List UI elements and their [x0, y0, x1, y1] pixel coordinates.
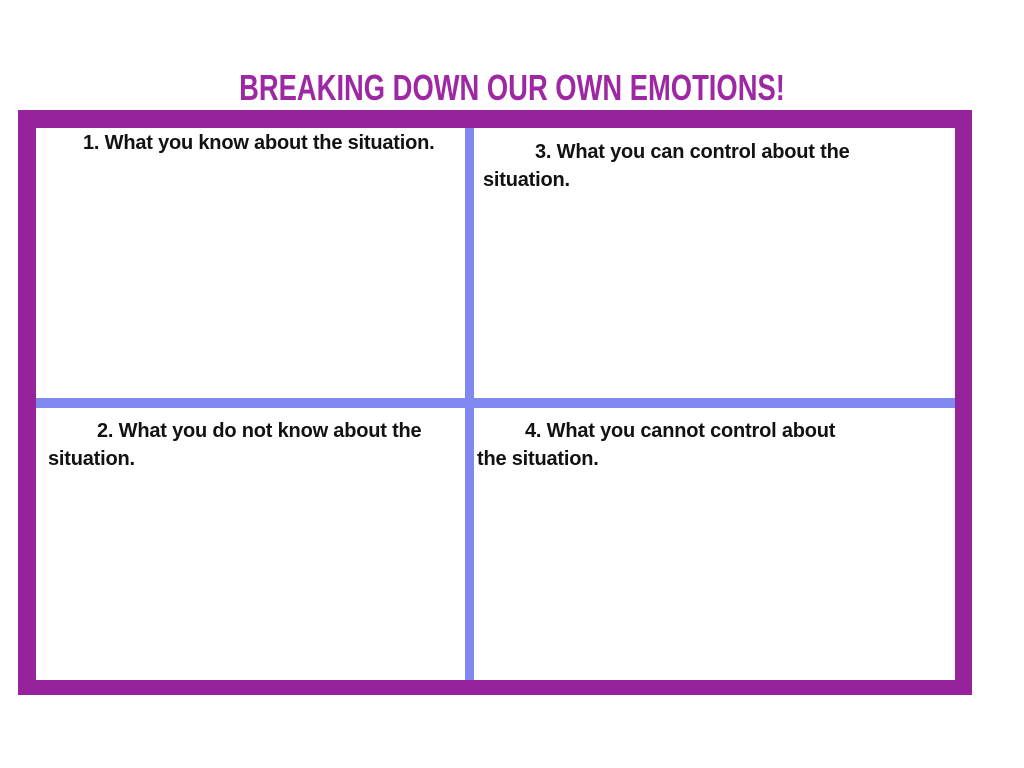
quadrant-cell-know[interactable]: 1. What you know about the situation. — [36, 128, 465, 398]
quadrant-1-text: 1. What you know about the situation. — [48, 129, 465, 157]
quadrant-cell-can-control[interactable]: 3. What you can control about the situat… — [474, 128, 955, 398]
quadrant-text-line: 3. What you can control about the — [535, 141, 850, 163]
quadrant-4-text: 4. What you cannot control about the sit… — [477, 417, 955, 473]
quadrant-2-text: 2. What you do not know about the situat… — [48, 417, 465, 473]
quadrant-cell-cannot-control[interactable]: 4. What you cannot control about the sit… — [474, 408, 955, 680]
slide-title-text: BREAKING DOWN OUR OWN EMOTIONS! — [239, 67, 785, 108]
quadrant-text-line: the situation. — [477, 448, 599, 470]
quadrant-3-text: 3. What you can control about the situat… — [483, 138, 955, 194]
slide-title: BREAKING DOWN OUR OWN EMOTIONS! — [0, 70, 1024, 110]
quadrant-text-line: situation. — [48, 448, 135, 470]
quadrant-text-line: 4. What you cannot control about — [525, 420, 836, 442]
horizontal-divider-line — [36, 398, 955, 408]
quadrant-cell-do-not-know[interactable]: 2. What you do not know about the situat… — [36, 408, 465, 680]
quadrant-text-line: 1. What you know about the situation. — [83, 132, 435, 154]
quadrant-text-line: 2. What you do not know about the — [97, 420, 422, 442]
quadrant-text-line: situation. — [483, 169, 570, 191]
